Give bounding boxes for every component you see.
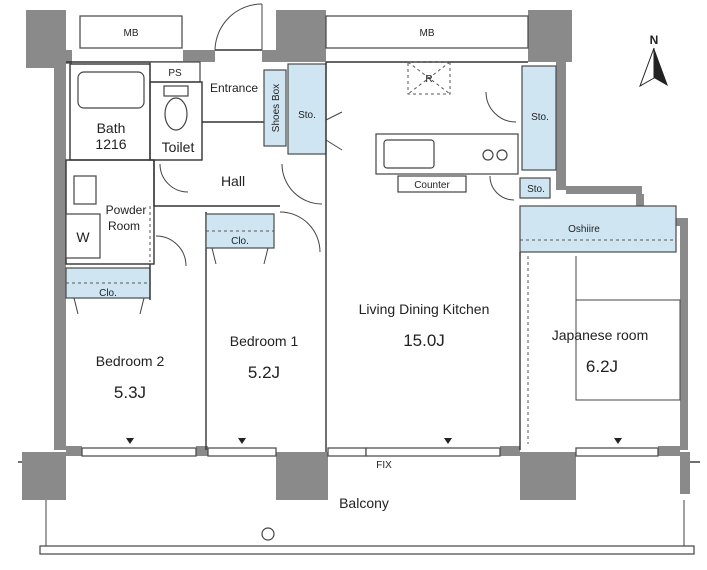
- wall-block: [528, 10, 572, 62]
- wall-segment: [500, 446, 520, 456]
- window-arrow-icon: [444, 438, 452, 444]
- door-swing: [281, 163, 323, 205]
- balcony-label: Balcony: [339, 495, 389, 511]
- wall-block: [276, 10, 326, 62]
- bath-label: Bath: [97, 120, 126, 136]
- wall-segment: [658, 446, 680, 456]
- wall-right-upper: [556, 62, 566, 190]
- washer-label: W: [76, 229, 90, 245]
- wall-block: [26, 10, 66, 68]
- wall-left: [54, 64, 66, 450]
- range-hood-label: R: [425, 74, 432, 85]
- door-swing: [155, 235, 187, 267]
- storage-kitchen-upper: Sto.: [521, 65, 557, 171]
- ldk-size: 15.0J: [403, 331, 445, 350]
- bedroom1-size: 5.2J: [248, 363, 280, 382]
- storage-entrance: Sto.: [287, 63, 343, 155]
- meter-box-left: MB: [79, 15, 183, 49]
- oshiire-closet: Oshiire: [519, 205, 677, 253]
- japanese-room: Japanese room 6.2J: [519, 252, 681, 450]
- storage-label-2: Sto.: [531, 112, 549, 123]
- counter-label: Counter: [414, 180, 450, 191]
- toilet-bowl-icon: [164, 97, 188, 131]
- balcony: Balcony: [18, 461, 700, 555]
- meter-box-right-label: MB: [420, 28, 435, 39]
- powder-room-label: Powder: [106, 203, 147, 217]
- wall-pillar: [276, 452, 328, 500]
- powder-room-label-2: Room: [108, 219, 140, 233]
- fix-window-label: FIX: [376, 460, 392, 471]
- oshiire-label: Oshiire: [568, 224, 600, 235]
- wall-pillar: [520, 452, 576, 500]
- wall-segment: [66, 50, 72, 64]
- pipe-space-label: PS: [168, 68, 182, 79]
- washer-box: [65, 213, 101, 259]
- closet-label: Clo.: [99, 288, 117, 299]
- compass-label: N: [650, 33, 659, 47]
- wall-pillar: [680, 452, 690, 494]
- sink-icon: [383, 139, 435, 169]
- toilet-tank-icon: [163, 85, 189, 97]
- wall-segment: [66, 446, 82, 456]
- japanese-room-name: Japanese room: [552, 327, 649, 343]
- pipe-space: PS: [149, 61, 201, 83]
- range-hood: R: [407, 61, 451, 95]
- exterior-walls: [22, 10, 690, 500]
- door-swing: [485, 91, 517, 123]
- closet-label-2: Clo.: [231, 236, 249, 247]
- bathroom: Bath 1216: [69, 63, 151, 161]
- closet-bedroom1: Clo.: [205, 213, 275, 265]
- storage-label: Sto.: [298, 110, 316, 121]
- closet-bedroom2: Clo.: [65, 267, 151, 315]
- bedroom1-name: Bedroom 1: [230, 333, 299, 349]
- window-arrow-icon: [614, 438, 622, 444]
- wall-segment: [183, 50, 215, 62]
- shoes-box-label: Shoes Box: [271, 84, 282, 132]
- window-arrow-icon: [238, 438, 246, 444]
- ldk-name: Living Dining Kitchen: [359, 301, 490, 317]
- entrance-label: Entrance: [210, 81, 258, 95]
- meter-box-left-label: MB: [124, 28, 139, 39]
- powder-room: W Powder Room: [65, 159, 155, 265]
- storage-label-3: Sto.: [527, 184, 545, 195]
- toilet-room: Toilet: [149, 81, 203, 161]
- door-swing: [279, 211, 321, 253]
- japanese-room-size: 6.2J: [586, 357, 618, 376]
- tatami-mat: [575, 299, 681, 401]
- windows: FIX: [81, 438, 659, 471]
- meter-box-right: MB: [325, 15, 529, 49]
- shoes-box: Shoes Box: [263, 69, 287, 147]
- door-swing: [159, 163, 189, 193]
- entrance-door[interactable]: [214, 3, 263, 51]
- bathtub-icon: [77, 71, 145, 109]
- bath-size-label: 1216: [95, 136, 126, 152]
- hall-label: Hall: [221, 173, 245, 189]
- stove-burner-icon: [496, 149, 508, 161]
- washbasin-icon: [73, 175, 97, 205]
- bedroom2-size: 5.3J: [114, 383, 146, 402]
- door-swing: [489, 175, 515, 201]
- kitchen-counter: Counter: [375, 133, 519, 193]
- window-arrow-icon: [126, 438, 134, 444]
- toilet-label: Toilet: [162, 139, 195, 155]
- bedroom2-name: Bedroom 2: [96, 353, 165, 369]
- wall-pillar: [22, 452, 66, 500]
- wall-segment: [196, 446, 208, 456]
- drain-icon: [261, 527, 275, 541]
- wall-step: [566, 186, 642, 194]
- storage-kitchen-lower: Sto.: [519, 177, 551, 199]
- stove-burner-icon: [482, 149, 494, 161]
- compass-icon: N: [639, 33, 668, 88]
- wall-right-lower: [680, 224, 688, 450]
